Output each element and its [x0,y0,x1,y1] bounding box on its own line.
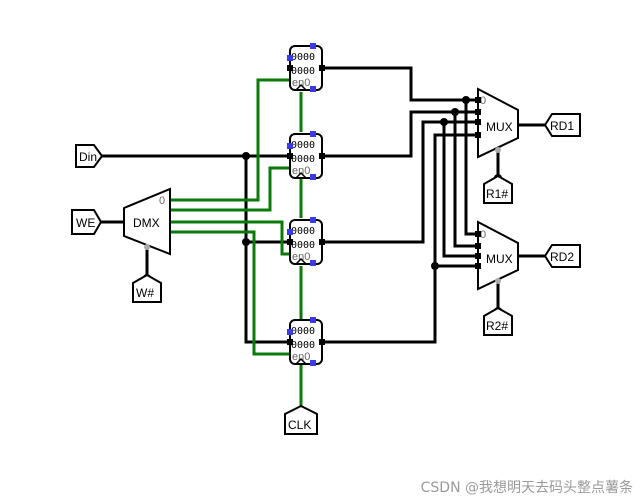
we-input-pin[interactable]: WE [71,209,103,235]
mux-2-port-zero: 0 [480,229,486,241]
register-2[interactable]: 0000 0000 en0 [287,217,325,266]
din-input-pin[interactable]: Din [75,144,104,168]
mux-2[interactable]: MUX 0 [475,220,519,291]
demux-label: DMX [133,216,160,230]
wsel-input-pin[interactable]: W# [132,273,162,303]
watermark: CSDN @我想明天去码头整点薯条 [420,480,633,496]
register-3-value-top: 0000 [291,326,315,337]
we-label: WE [76,216,95,230]
r1sel-input-pin[interactable]: R1# [483,174,513,204]
mux-1[interactable]: MUX 0 [475,87,519,159]
rd1-label: RD1 [550,119,574,133]
register-1[interactable]: 0000 0000 en0 [287,131,325,180]
mux-1-port-zero: 0 [480,95,486,107]
rd1-output-pin[interactable]: RD1 [543,113,581,137]
r2sel-label: R2# [486,319,508,333]
register-2-value-top: 0000 [291,226,315,237]
din-label: Din [79,150,97,164]
register-0-enable: en0 [292,77,310,89]
register-3-enable: en0 [292,351,310,363]
r1sel-label: R1# [486,187,508,201]
mux-1-select-dot [495,147,501,153]
register-3-value-bottom: 0000 [291,340,315,351]
register-3[interactable]: 0000 0000 en0 [287,317,325,366]
control-wires [170,78,303,410]
register-1-enable: en0 [292,165,310,177]
rd2-label: RD2 [550,250,574,264]
clk-input-pin[interactable]: CLK [284,404,318,435]
register-0[interactable]: 0000 0000 en0 [287,43,325,92]
mux-2-select-dot [495,278,501,284]
demux[interactable]: DMX 0 [123,187,171,256]
wsel-label: W# [136,286,154,300]
register-2-enable: en0 [292,251,310,263]
mux-1-label: MUX [486,120,513,134]
clk-label: CLK [288,418,311,432]
register-1-value-bottom: 0000 [291,154,315,165]
rd2-output-pin[interactable]: RD2 [543,244,581,268]
demux-select-dot [144,244,150,250]
demux-port-zero: 0 [159,195,165,207]
register-2-value-bottom: 0000 [291,240,315,251]
register-0-value-bottom: 0000 [291,66,315,77]
register-1-value-top: 0000 [291,140,315,151]
mux-2-label: MUX [486,252,513,266]
register-0-value-top: 0000 [291,52,315,63]
r2sel-input-pin[interactable]: R2# [483,306,513,336]
